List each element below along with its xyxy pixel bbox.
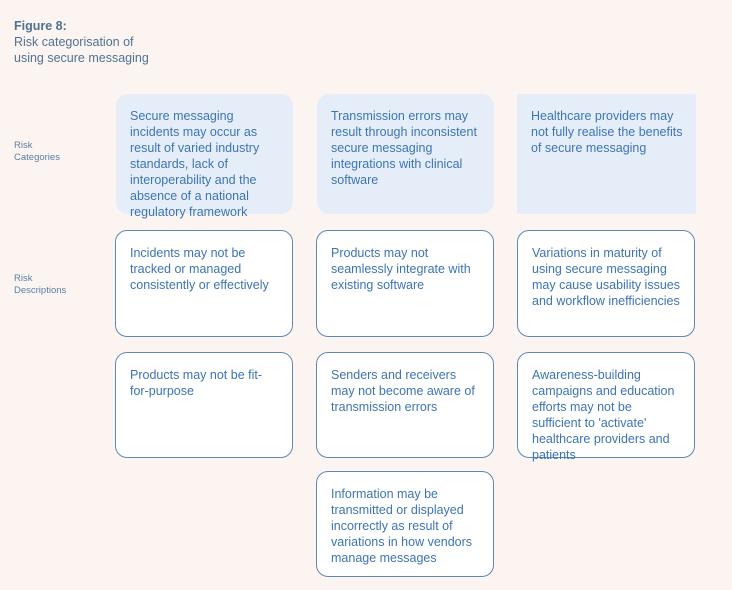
row-label-risk-categories: Risk Categories [14, 140, 84, 164]
row-label-line: Risk [14, 273, 33, 284]
row-label-line: Descriptions [14, 285, 67, 296]
risk-description-2-2: Senders and receivers may not become awa… [316, 352, 494, 458]
risk-description-3-1: Variations in maturity of using secure m… [517, 230, 695, 337]
risk-description-2-3: Information may be transmitted or displa… [316, 471, 494, 577]
risk-description-1-2: Products may not be fit-for-purpose [115, 352, 293, 458]
risk-description-2-1: Products may not seamlessly integrate wi… [316, 230, 494, 337]
figure-title-line1: Risk categorisation of [14, 35, 134, 49]
risk-category-1: Secure messaging incidents may occur as … [116, 94, 293, 219]
row-label-line: Risk [14, 140, 33, 151]
risk-description-3-2: Awareness-building campaigns and educati… [517, 352, 695, 462]
row-label-line: Categories [14, 152, 60, 163]
risk-category-3: Healthcare providers may not fully reali… [517, 94, 696, 214]
figure-title: Figure 8: Risk categorisation of using s… [14, 18, 149, 66]
row-label-risk-descriptions: Risk Descriptions [14, 273, 84, 297]
risk-description-1-1: Incidents may not be tracked or managed … [115, 230, 293, 337]
risk-category-2: Transmission errors may result through i… [317, 94, 494, 214]
figure-title-line2: using secure messaging [14, 51, 149, 65]
figure-number: Figure 8: [14, 19, 67, 33]
